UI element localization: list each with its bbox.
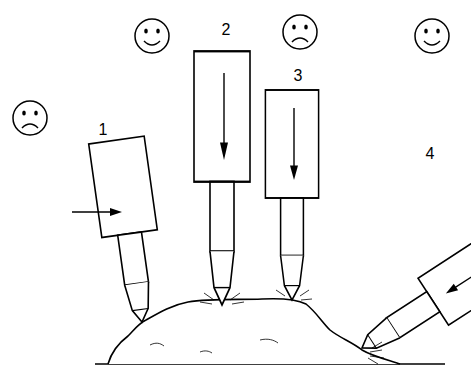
callout-number: 1	[98, 122, 109, 138]
callout-number: 4	[425, 146, 436, 162]
callout-number: 2	[221, 22, 232, 38]
callout-number: 3	[293, 68, 304, 84]
